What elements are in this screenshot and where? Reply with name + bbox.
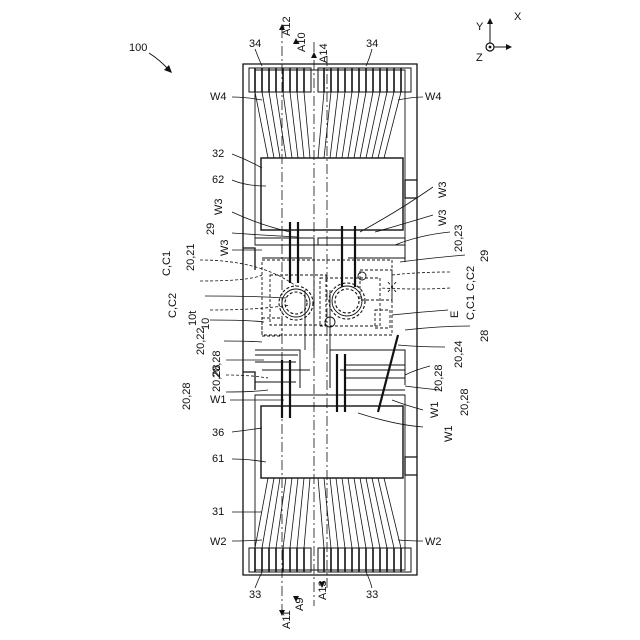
right-label-w2: W2 [425, 536, 442, 548]
right-label-c-c1: C,C1 [465, 295, 477, 320]
leader-lines [200, 49, 470, 588]
axis-glyph [486, 18, 512, 51]
right-label-20-24: 20,24 [453, 340, 465, 368]
left-label-c-c2: C,C2 [167, 293, 179, 318]
right-label-c-c2: C,C2 [465, 266, 477, 291]
figure-ref-label: 100 [129, 42, 147, 54]
left-label-w1: W1 [210, 394, 227, 406]
left-label-10t: 10t [187, 311, 199, 326]
left-label-32: 32 [212, 148, 224, 160]
right-label-w1-a: W1 [429, 402, 441, 419]
label-a13: A13 [317, 580, 329, 600]
axis-x-label: X [514, 11, 522, 23]
label-a9: A9 [294, 598, 306, 611]
left-label-w3-upper: W3 [213, 199, 225, 216]
top-label-34-right: 34 [366, 38, 378, 50]
right-label-w3-upper: W3 [437, 182, 449, 199]
label-a11: A11 [281, 610, 293, 629]
axis-z-label: Z [476, 52, 483, 64]
right-label-w1-b: W1 [443, 426, 455, 443]
left-label-c-c1: C,C1 [161, 251, 173, 276]
left-label-36: 36 [212, 427, 224, 439]
left-label-29: 29 [205, 223, 217, 235]
left-label-w4: W4 [210, 91, 227, 103]
label-a12: A12 [281, 16, 293, 36]
label-a10: A10 [296, 32, 308, 52]
right-label-28: 28 [479, 330, 491, 342]
lower-bond-wires [255, 478, 401, 548]
left-label-20-28-b: 20,28 [181, 382, 193, 410]
center-region [255, 222, 405, 418]
left-label-20-22: 20,22 [195, 327, 207, 355]
left-label-w3-lower: W3 [219, 240, 231, 257]
left-label-20-28-c: 20,28 [211, 364, 223, 392]
upper-bond-wires [255, 92, 401, 158]
right-label-29: 29 [479, 250, 491, 262]
section-lines [282, 28, 327, 612]
left-label-31: 31 [212, 506, 224, 518]
left-label-w2: W2 [210, 536, 227, 548]
figure-ref-arrow [149, 53, 169, 70]
right-label-e: E [449, 311, 461, 318]
right-label-w4: W4 [425, 91, 442, 103]
bottom-label-33-left: 33 [249, 589, 261, 601]
right-label-20-28-a: 20,28 [433, 364, 445, 392]
right-label-20-28-b: 20,28 [459, 388, 471, 416]
top-terminals [249, 68, 411, 92]
bottom-label-33-right: 33 [366, 589, 378, 601]
right-label-20-23: 20,23 [453, 224, 465, 252]
right-label-w3-lower: W3 [437, 210, 449, 227]
label-a14: A14 [318, 43, 330, 63]
bottom-terminals [249, 548, 411, 572]
axis-y-label: Y [476, 21, 484, 33]
top-label-34-left: 34 [249, 38, 261, 50]
left-label-61: 61 [212, 453, 224, 465]
left-label-20-21: 20,21 [185, 243, 197, 271]
left-label-62: 62 [212, 174, 224, 186]
